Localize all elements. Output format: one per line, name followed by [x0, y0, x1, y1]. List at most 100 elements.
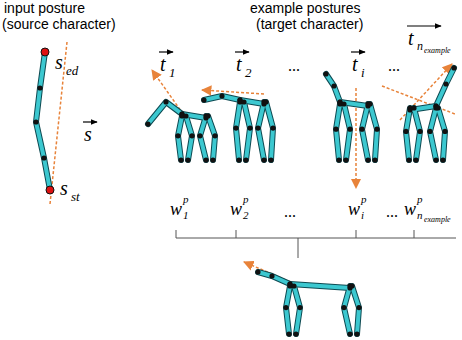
joint-dot — [183, 113, 188, 118]
bone — [326, 74, 340, 102]
joint-dot — [201, 97, 206, 102]
bone — [436, 68, 454, 106]
heading-label: input posture — [4, 1, 85, 15]
end-joint — [46, 186, 54, 194]
joint-dot — [270, 126, 275, 131]
joint-dot — [247, 126, 252, 131]
bone — [344, 104, 350, 160]
joint-dot — [372, 157, 377, 162]
joint-dot — [291, 283, 296, 288]
variable-label: t — [236, 54, 242, 74]
end-joint — [41, 48, 49, 56]
subscript-label: 2 — [243, 210, 249, 221]
bone — [266, 102, 273, 160]
joint-dot — [263, 99, 268, 104]
bone — [438, 108, 445, 160]
joint-dot — [406, 157, 411, 162]
bone-outline — [326, 74, 340, 102]
bone-outline — [182, 114, 206, 118]
joint-dot — [37, 85, 42, 90]
weight-label: w — [348, 200, 360, 218]
bone-outline — [340, 102, 368, 106]
joint-dot — [261, 157, 266, 162]
heading-label: (source character) — [2, 17, 116, 31]
bone — [362, 104, 368, 160]
joint-dot — [268, 157, 273, 162]
heading-label: (target character) — [256, 17, 363, 31]
joint-dot — [163, 99, 168, 104]
variable-label: t — [160, 54, 166, 74]
subscript-label: n — [417, 40, 423, 52]
variable-label: t — [352, 54, 358, 74]
superscript-label: p — [417, 194, 423, 205]
joint-dot — [427, 129, 432, 134]
joint-dot — [347, 331, 352, 336]
joint-dot — [205, 113, 210, 118]
bone — [182, 114, 206, 118]
subscript-label: example — [424, 47, 451, 55]
variable-label: t — [408, 28, 414, 48]
superscript-label: p — [361, 194, 367, 205]
joint-dot — [343, 157, 348, 162]
joint-dot — [283, 305, 288, 310]
bone-outline — [436, 68, 454, 106]
joint-dot — [41, 155, 46, 160]
bone-outline — [266, 102, 273, 160]
direction-line — [50, 42, 455, 286]
joint-dot — [243, 157, 248, 162]
superscript-label: p — [243, 194, 249, 205]
bone — [258, 272, 290, 284]
joint-dot — [236, 157, 241, 162]
joint-dot — [219, 93, 224, 98]
joint-dot — [333, 127, 338, 132]
bone-outline — [438, 108, 445, 160]
bone-outline — [258, 272, 290, 284]
joint-dot — [365, 157, 370, 162]
joint-dot — [347, 127, 352, 132]
joint-dot — [185, 157, 190, 162]
joint-dot — [435, 105, 440, 110]
bone — [410, 106, 436, 110]
bone-outline — [240, 100, 264, 104]
subscript-label: ed — [66, 64, 78, 77]
bone — [370, 104, 377, 160]
joint-dot — [210, 157, 215, 162]
joint-dot — [374, 127, 379, 132]
bone — [414, 108, 420, 160]
superscript-label: p — [183, 194, 189, 205]
joint-dot — [241, 99, 246, 104]
joint-dot — [286, 331, 291, 336]
joint-dot — [255, 126, 260, 131]
bone-outline — [290, 284, 350, 288]
joint-dot — [451, 65, 456, 70]
bone-outline — [344, 104, 350, 160]
joint-dot — [331, 83, 336, 88]
joint-dot — [341, 305, 346, 310]
weight-label: w — [404, 200, 416, 218]
joint-dot — [336, 157, 341, 162]
bone-outline — [406, 108, 410, 160]
bone — [336, 104, 340, 160]
ellipsis-label: ... — [288, 58, 300, 74]
bone — [236, 102, 240, 160]
joint-dot — [411, 105, 416, 110]
joint-dot — [203, 157, 208, 162]
subscript-label: example — [424, 216, 451, 224]
joint-dot — [359, 127, 364, 132]
joint-dot — [417, 129, 422, 134]
joint-dot — [349, 283, 354, 288]
bone — [340, 102, 368, 106]
bone — [240, 100, 264, 104]
variable-label: s — [55, 52, 63, 72]
joint-dot — [189, 133, 194, 138]
bone-outline — [352, 286, 359, 334]
joint-dot — [367, 101, 372, 106]
weight-label: w — [170, 200, 182, 218]
variable-label: s — [60, 178, 68, 198]
bone — [406, 108, 410, 160]
bone — [244, 102, 250, 160]
joint-dot — [341, 101, 346, 106]
